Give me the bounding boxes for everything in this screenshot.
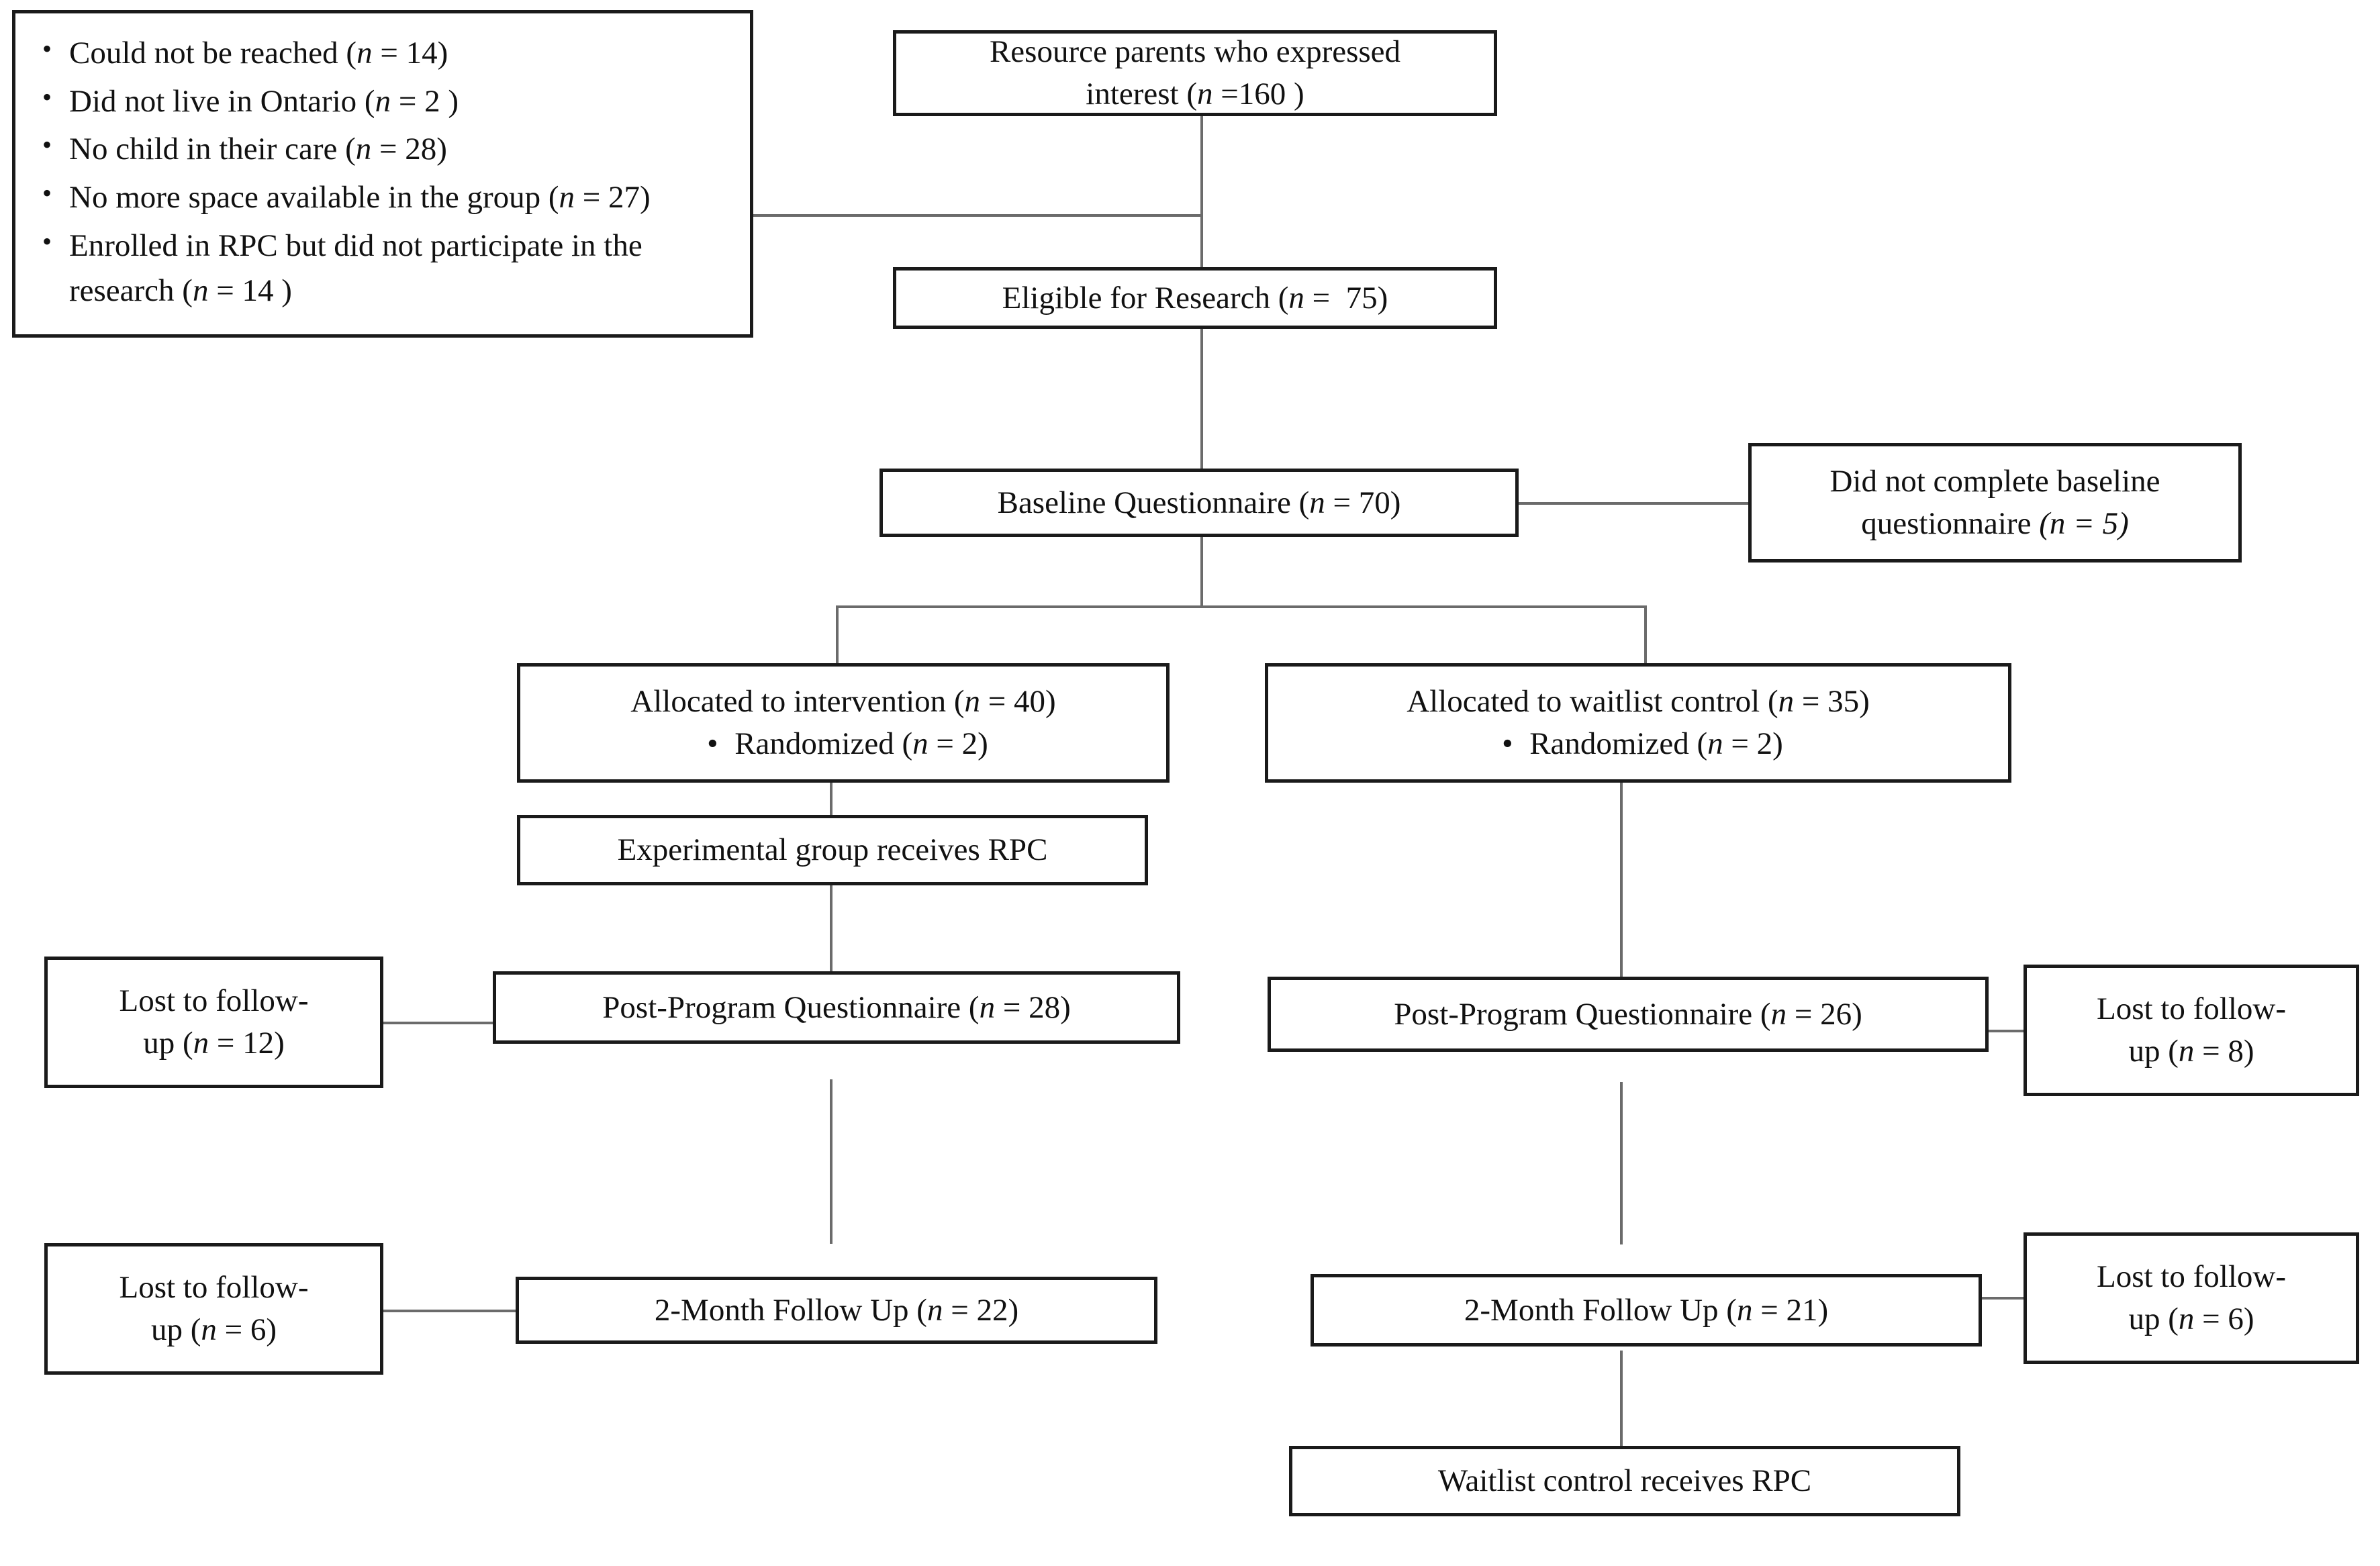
- exclusions-box: Could not be reached (n = 14) Did not li…: [12, 10, 753, 338]
- node-line-2: interest (n =160 ): [1086, 77, 1304, 111]
- connector-experimental-to-post: [830, 885, 832, 972]
- connector-post-to-followup-left: [830, 1079, 832, 1244]
- exclusion-count: (n = 27): [548, 180, 651, 215]
- exclusion-item: Enrolled in RPC but did not participate …: [42, 222, 730, 314]
- node-line-1: 2-Month Follow Up (n = 21): [1464, 1292, 1829, 1328]
- node-line-2: up (n = 8): [2128, 1034, 2254, 1069]
- node-line-1: Lost to follow-: [119, 1270, 309, 1306]
- connector-baseline-to-branch: [1200, 537, 1203, 607]
- connector-exclusions-to-spine: [753, 214, 1203, 217]
- exclusion-label: No child in their care: [69, 132, 338, 167]
- node-line-1: Waitlist control receives RPC: [1437, 1463, 1812, 1499]
- node-line-1: Eligible for Research (n = 75): [1002, 280, 1388, 315]
- node-line-2: • Randomized (n = 2): [707, 726, 988, 761]
- node-line-1: Resource parents who expressed: [989, 34, 1401, 70]
- node-line-1: 2-Month Follow Up (n = 22): [654, 1292, 1019, 1328]
- node-allocated-waitlist: Allocated to waitlist control (n = 35) •…: [1265, 663, 2011, 783]
- node-baseline-questionnaire: Baseline Questionnaire (n = 70): [879, 469, 1519, 537]
- exclusion-item: No more space available in the group (n …: [42, 174, 730, 221]
- node-waitlist-receives-rpc: Waitlist control receives RPC: [1289, 1446, 1960, 1516]
- connector-eligible-to-baseline: [1200, 329, 1203, 470]
- node-post-program-intervention: Post-Program Questionnaire (n = 28): [493, 971, 1180, 1044]
- node-line-1: Allocated to intervention (n = 40): [630, 684, 1056, 720]
- node-line-1: Post-Program Questionnaire (n = 28): [602, 989, 1071, 1025]
- exclusion-label: Did not live in Ontario: [69, 83, 357, 119]
- node-lost-followup-intervention: Lost to follow- up (n = 6): [44, 1243, 383, 1375]
- node-line-1: Did not complete baseline: [1829, 464, 2160, 499]
- node-line-1: Allocated to waitlist control (n = 35): [1407, 684, 1870, 720]
- node-allocated-intervention: Allocated to intervention (n = 40) • Ran…: [517, 663, 1170, 783]
- connector-baseline-to-no-baseline: [1519, 502, 1750, 505]
- node-line-2: up (n = 6): [2128, 1302, 2254, 1336]
- node-line-1: Lost to follow-: [2097, 1259, 2286, 1295]
- node-line-1: Lost to follow-: [2097, 991, 2286, 1027]
- node-line-1: Baseline Questionnaire (n = 70): [997, 485, 1401, 520]
- node-line-1: Experimental group receives RPC: [617, 832, 1048, 868]
- connector-followup-right-to-waitlist-rpc: [1620, 1351, 1623, 1446]
- exclusion-label: Could not be reached: [69, 36, 338, 70]
- node-lost-post-waitlist: Lost to follow- up (n = 8): [2024, 965, 2359, 1096]
- connector-waitlist-to-post-right: [1620, 782, 1623, 977]
- node-experimental-receives-rpc: Experimental group receives RPC: [517, 815, 1148, 885]
- connector-branch-right-leg: [1644, 605, 1647, 665]
- connector-interest-to-eligible: [1200, 115, 1203, 282]
- node-line-2: up (n = 12): [143, 1026, 285, 1061]
- exclusion-count: (n = 28): [345, 132, 447, 167]
- node-line-2: questionnaire (n = 5): [1861, 506, 2129, 541]
- exclusion-label: Enrolled in RPC but did not participate …: [69, 228, 642, 309]
- node-lost-post-intervention: Lost to follow- up (n = 12): [44, 957, 383, 1088]
- node-post-program-waitlist: Post-Program Questionnaire (n = 26): [1268, 977, 1989, 1052]
- connector-branch-left-leg: [836, 605, 839, 665]
- node-line-1: Lost to follow-: [119, 983, 309, 1019]
- node-expressed-interest: Resource parents who expressed interest …: [893, 30, 1497, 116]
- node-lost-followup-waitlist: Lost to follow- up (n = 6): [2024, 1232, 2359, 1364]
- connector-lost-followup-to-left-column: [383, 1310, 517, 1312]
- node-did-not-complete-baseline: Did not complete baseline questionnaire …: [1748, 443, 2242, 562]
- connector-post-right-to-followup-right: [1620, 1082, 1623, 1244]
- connector-intervention-to-experimental: [830, 782, 832, 816]
- exclusion-item: Did not live in Ontario (n = 2 ): [42, 78, 730, 125]
- connector-lost-post-to-left-column: [383, 1022, 495, 1024]
- exclusion-count: (n = 14 ): [182, 273, 292, 309]
- exclusion-count: (n = 14): [346, 36, 448, 70]
- exclusions-list: Could not be reached (n = 14) Did not li…: [38, 30, 730, 314]
- connector-branch-bar: [836, 605, 1647, 608]
- node-followup-waitlist: 2-Month Follow Up (n = 21): [1311, 1274, 1982, 1347]
- node-line-1: Post-Program Questionnaire (n = 26): [1394, 996, 1862, 1032]
- exclusion-item: Could not be reached (n = 14): [42, 30, 730, 77]
- node-eligible-for-research: Eligible for Research (n = 75): [893, 267, 1497, 329]
- node-line-2: • Randomized (n = 2): [1502, 726, 1783, 761]
- node-line-2: up (n = 6): [150, 1312, 277, 1347]
- exclusion-count: (n = 2 ): [364, 83, 459, 119]
- node-followup-intervention: 2-Month Follow Up (n = 22): [516, 1277, 1157, 1344]
- exclusion-item: No child in their care (n = 28): [42, 126, 730, 173]
- exclusion-label: No more space available in the group: [69, 180, 541, 215]
